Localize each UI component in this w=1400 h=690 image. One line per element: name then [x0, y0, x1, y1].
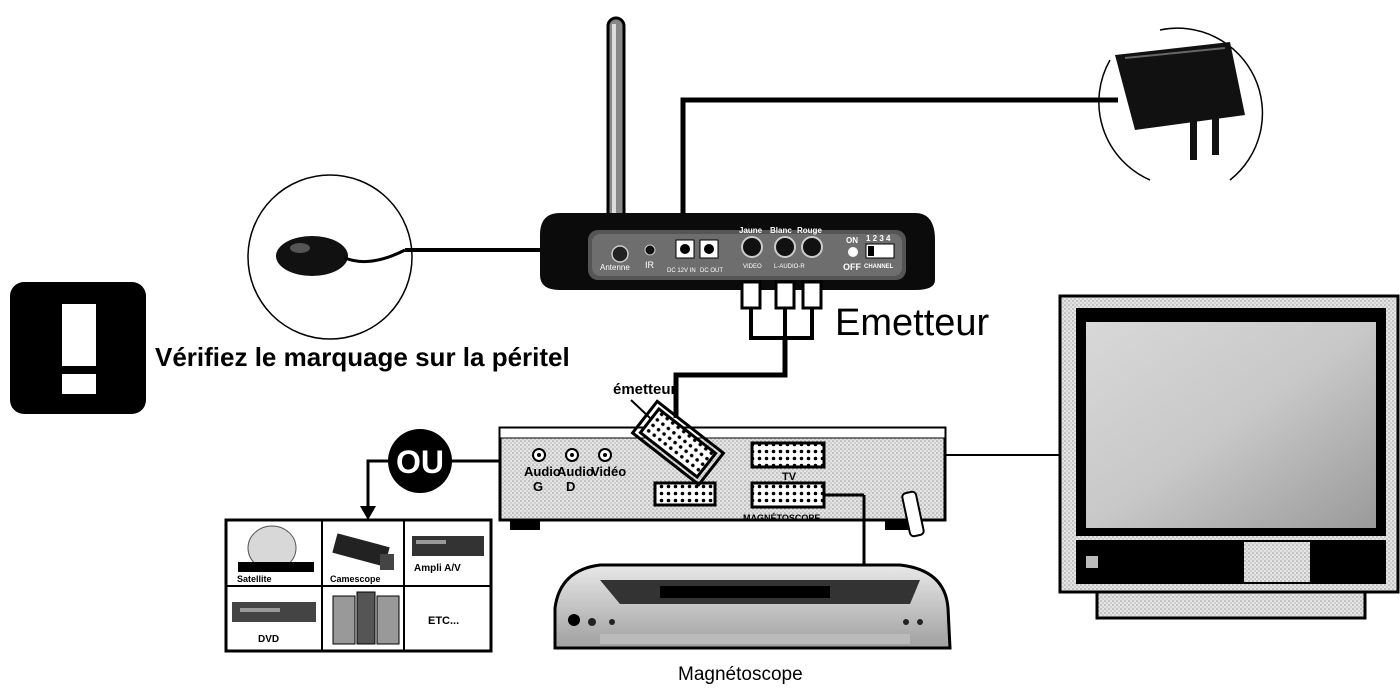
audio-g-sub: G [533, 479, 543, 494]
hifi-system-icon [332, 591, 400, 645]
transmitter-box [540, 213, 935, 290]
dc-out-label: DC OUT [700, 268, 723, 274]
off-label: OFF [843, 262, 861, 272]
channel-label: CHANNEL [864, 264, 894, 270]
ir-receiver-icon [247, 174, 413, 340]
amplifier-icon [412, 536, 484, 556]
source-etc: ETC... [428, 615, 459, 627]
power-cable [680, 97, 1118, 240]
jack-yellow-label: Jaune [739, 226, 763, 235]
vcr-caption: Magnétoscope [678, 664, 803, 685]
scart-adapter-box [498, 426, 947, 538]
transmitter-title: Emetteur [835, 302, 990, 344]
audio-d-label: Audio [557, 464, 594, 479]
antenna-label: Antenne [600, 263, 630, 272]
tv-icon [1058, 294, 1400, 620]
source-camcorder: Camescope [330, 574, 381, 584]
camcorder-icon [332, 533, 394, 570]
av-cable [673, 338, 788, 418]
audio-d-sub: D [566, 479, 575, 494]
antenna-icon [606, 16, 626, 252]
ou-arrow-head [360, 506, 376, 520]
rca-plugs-icon [740, 280, 823, 340]
or-badge-text: OU [396, 444, 444, 480]
power-adapter-icon [1098, 27, 1264, 181]
source-satellite: Satellite [237, 574, 272, 584]
warning-text: Vérifiez le marquage sur la péritel [155, 342, 570, 372]
scart-emitter-pointer [630, 399, 651, 419]
satellite-icon [238, 525, 314, 572]
vcr-scart-label: MAGNÉTOSCOPE [743, 513, 820, 523]
source-amplifier: Ampli A/V [414, 563, 461, 574]
or-badge [388, 429, 452, 493]
dc-in-label: DC 12V IN [667, 268, 696, 274]
source-dvd: DVD [258, 634, 279, 645]
channel-numbers: 1 2 3 4 [866, 234, 891, 243]
scart-plug-icon [630, 399, 726, 487]
video-label: VIDEO [743, 264, 762, 270]
on-label: ON [846, 236, 858, 245]
tv-scart-label: TV [782, 471, 797, 483]
ou-arrow-line [366, 459, 388, 508]
warning-icon [10, 282, 146, 414]
jack-red-label: Rouge [797, 226, 822, 235]
audio-g-label: Audio [524, 464, 561, 479]
dvd-player-icon [232, 602, 316, 622]
ir-label: IR [645, 260, 655, 270]
audio-label: L-AUDIO-R [774, 264, 805, 270]
scart-emitter-label: émetteur [613, 381, 677, 398]
vcr-icon [553, 563, 952, 650]
video-in-label: Vidéo [591, 464, 626, 479]
jack-white-label: Blanc [770, 226, 792, 235]
